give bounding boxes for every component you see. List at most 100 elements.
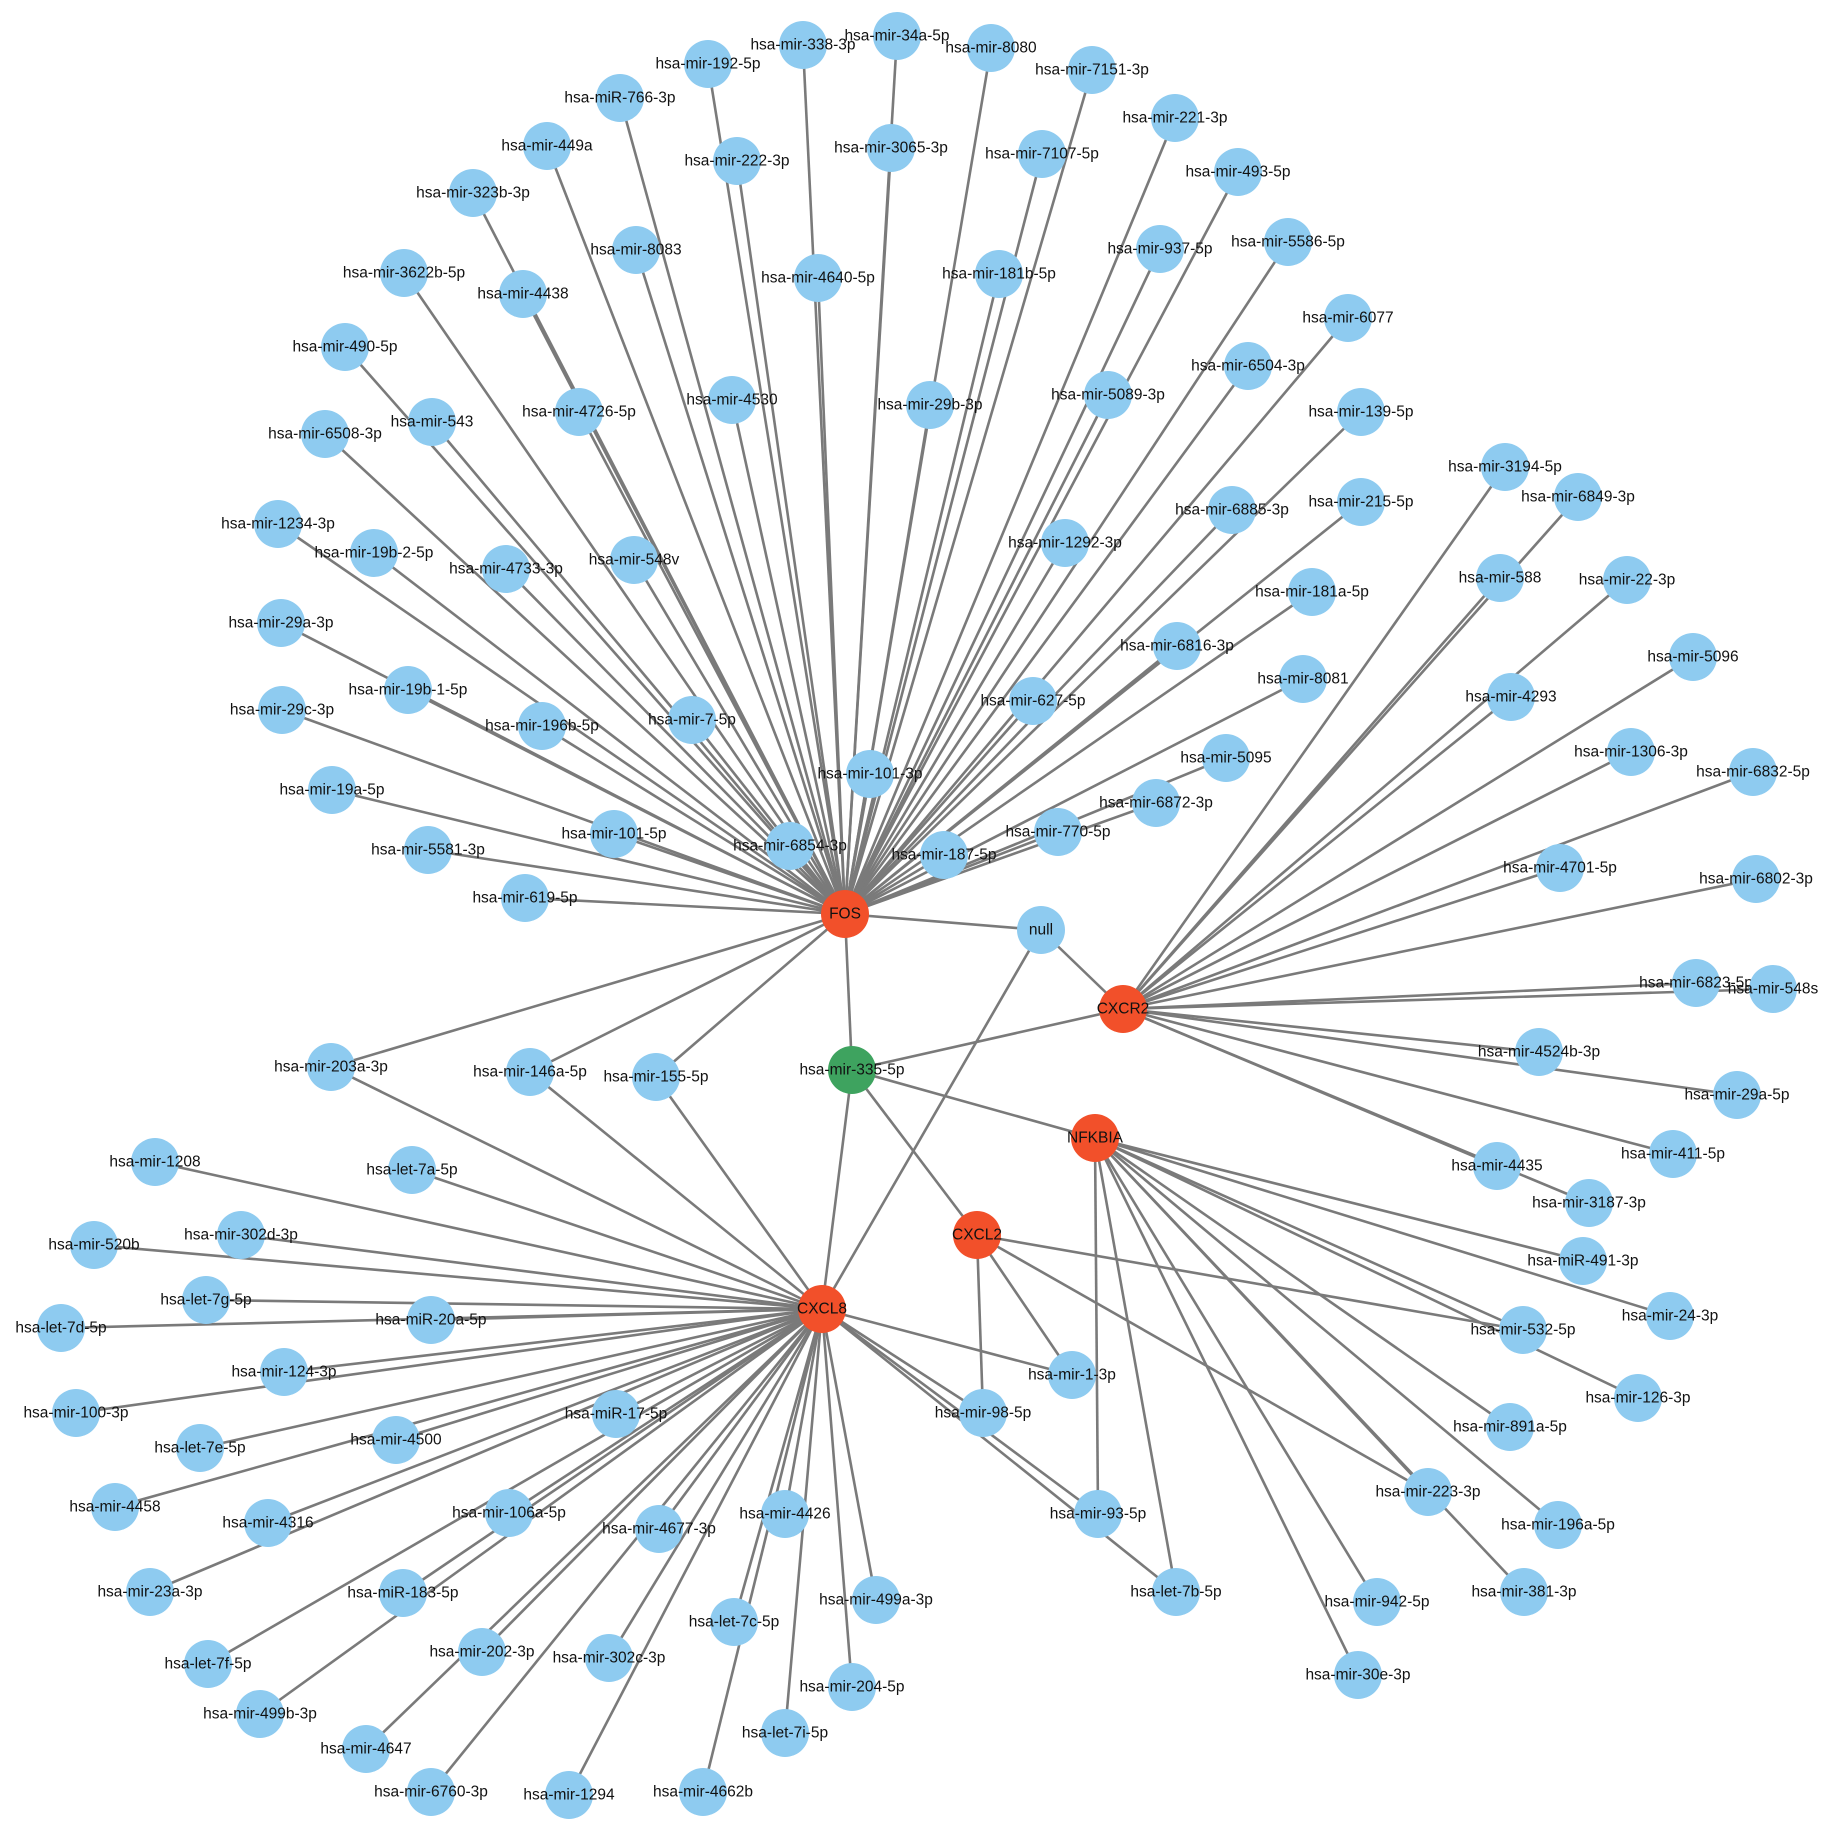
mirna-node-circle[interactable] (1337, 478, 1385, 526)
node-m3187[interactable]: hsa-mir-3187-3p (1532, 1179, 1646, 1227)
node-m520b[interactable]: hsa-mir-520b (48, 1221, 140, 1269)
node-m19b1[interactable]: hsa-mir-19b-1-5p (349, 666, 468, 714)
mirna-node-circle[interactable] (1279, 655, 1327, 703)
mirna-node-circle[interactable] (1603, 556, 1651, 604)
gene-node-circle[interactable] (1071, 1114, 1119, 1162)
mirna-node-circle[interactable] (1536, 844, 1584, 892)
node-m22[interactable]: hsa-mir-22-3p (1579, 556, 1675, 604)
node-m1294[interactable]: hsa-mir-1294 (523, 1771, 615, 1819)
mirna-node-circle[interactable] (1017, 906, 1065, 954)
node-m532[interactable]: hsa-mir-532-5p (1470, 1306, 1576, 1354)
node-m29c[interactable]: hsa-mir-29c-3p (230, 686, 334, 734)
mirna-node-circle[interactable] (779, 21, 827, 69)
node-m202[interactable]: hsa-mir-202-3p (429, 1628, 535, 1676)
mirna-node-circle[interactable] (257, 599, 305, 647)
mirna-node-circle[interactable] (449, 169, 497, 217)
node-m766[interactable]: hsa-miR-766-3p (564, 74, 676, 122)
mirna-node-circle[interactable] (1136, 225, 1184, 273)
node-m770[interactable]: hsa-mir-770-5p (1005, 808, 1111, 856)
mirna-node-circle[interactable] (1034, 808, 1082, 856)
mirna-node-circle[interactable] (350, 529, 398, 577)
mirna-node-circle[interactable] (761, 1490, 809, 1538)
mirna-node-circle[interactable] (1224, 342, 1272, 390)
mirna-node-circle[interactable] (1153, 622, 1201, 670)
node-m34a[interactable]: hsa-mir-34a-5p (844, 12, 950, 60)
mirna-node-circle[interactable] (1337, 388, 1385, 436)
mirna-node-circle[interactable] (499, 270, 547, 318)
node-m1234[interactable]: hsa-mir-1234-3p (221, 500, 335, 548)
mirna-node-circle[interactable] (1487, 673, 1535, 721)
node-m196a[interactable]: hsa-mir-196a-5p (1501, 1501, 1615, 1549)
node-m4293[interactable]: hsa-mir-4293 (1465, 673, 1557, 721)
mirna-node-circle[interactable] (684, 40, 732, 88)
mirna-node-circle[interactable] (1565, 1179, 1613, 1227)
mirna-node-circle[interactable] (679, 1768, 727, 1816)
mirna-node-circle[interactable] (906, 381, 954, 429)
mirna-node-circle[interactable] (91, 1483, 139, 1531)
node-FOS[interactable]: FOS (821, 890, 869, 938)
mirna-node-circle[interactable] (1018, 130, 1066, 178)
mirna-node-circle[interactable] (1473, 1142, 1521, 1190)
mirna-node-circle[interactable] (1214, 148, 1262, 196)
node-m4662b[interactable]: hsa-mir-4662b (653, 1768, 753, 1816)
mirna-node-circle[interactable] (342, 1725, 390, 1773)
node-m4726[interactable]: hsa-mir-4726-5p (522, 388, 636, 436)
mirna-node-circle[interactable] (407, 1296, 455, 1344)
node-m1306[interactable]: hsa-mir-1306-3p (1574, 728, 1688, 776)
node-m203a[interactable]: hsa-mir-203a-3p (274, 1043, 388, 1091)
node-m6849[interactable]: hsa-mir-6849-3p (1521, 473, 1635, 521)
mirna-node-circle[interactable] (1264, 218, 1312, 266)
mirna-node-circle[interactable] (301, 410, 349, 458)
node-m302d[interactable]: hsa-mir-302d-3p (184, 1211, 298, 1259)
mirna-node-circle[interactable] (254, 500, 302, 548)
node-m411[interactable]: hsa-mir-411-5p (1621, 1130, 1725, 1178)
mirna-node-circle[interactable] (1084, 371, 1132, 419)
node-m381[interactable]: hsa-mir-381-3p (1471, 1568, 1577, 1616)
node-m4426[interactable]: hsa-mir-4426 (739, 1490, 831, 1538)
mirna-node-circle[interactable] (1476, 554, 1524, 602)
node-m6832[interactable]: hsa-mir-6832-5p (1696, 748, 1810, 796)
node-m5095[interactable]: hsa-mir-5095 (1180, 734, 1272, 782)
node-m29a3p[interactable]: hsa-mir-29a-3p (228, 599, 334, 647)
node-CXCL8[interactable]: CXCL8 (797, 1285, 847, 1333)
mirna-node-circle[interactable] (244, 1499, 292, 1547)
node-m543[interactable]: hsa-mir-543 (391, 398, 474, 446)
mirna-node-circle[interactable] (131, 1138, 179, 1186)
mirna-node-circle[interactable] (1353, 1578, 1401, 1626)
node-m4530[interactable]: hsa-mir-4530 (686, 376, 778, 424)
node-m29a5p[interactable]: hsa-mir-29a-5p (1684, 1071, 1790, 1119)
mirna-node-circle[interactable] (635, 1505, 683, 1553)
mirna-node-circle[interactable] (1132, 779, 1180, 827)
mirna-node-circle[interactable] (592, 1390, 640, 1438)
mirna-node-circle[interactable] (1288, 568, 1336, 616)
node-m93[interactable]: hsa-mir-93-5p (1050, 1490, 1146, 1538)
mirna-node-circle[interactable] (184, 1640, 232, 1688)
node-m499b[interactable]: hsa-mir-499b-3p (203, 1690, 317, 1738)
mirna-node-circle[interactable] (1669, 633, 1717, 681)
node-m1292[interactable]: hsa-mir-1292-3p (1008, 519, 1122, 567)
node-m6816[interactable]: hsa-mir-6816-3p (1120, 622, 1234, 670)
mirna-node-circle[interactable] (1672, 959, 1720, 1007)
mirna-node-circle[interactable] (766, 822, 814, 870)
node-m8081[interactable]: hsa-mir-8081 (1257, 655, 1349, 703)
node-let7i[interactable]: hsa-let-7i-5p (742, 1709, 828, 1757)
node-m192[interactable]: hsa-mir-192-5p (655, 40, 761, 88)
mirna-node-circle[interactable] (545, 1771, 593, 1819)
node-m5581[interactable]: hsa-mir-5581-3p (371, 826, 485, 874)
node-let7g[interactable]: hsa-let-7g-5p (160, 1276, 252, 1324)
node-m491[interactable]: hsa-miR-491-3p (1527, 1237, 1639, 1285)
node-let7f[interactable]: hsa-let-7f-5p (164, 1640, 252, 1688)
node-m6077[interactable]: hsa-mir-6077 (1302, 294, 1394, 342)
mirna-node-circle[interactable] (236, 1690, 284, 1738)
node-m215[interactable]: hsa-mir-215-5p (1308, 478, 1414, 526)
node-m1208[interactable]: hsa-mir-1208 (109, 1138, 201, 1186)
node-m7[interactable]: hsa-mir-7-5p (648, 696, 736, 744)
mirna-node-circle[interactable] (585, 1634, 633, 1682)
mirna-node-circle[interactable] (1649, 1130, 1697, 1178)
mirna-node-circle[interactable] (1607, 728, 1655, 776)
mirna-node-circle[interactable] (384, 666, 432, 714)
mirna-node-circle[interactable] (1486, 1403, 1534, 1451)
node-m24[interactable]: hsa-mir-24-3p (1622, 1292, 1718, 1340)
mirna-node-circle[interactable] (1646, 1292, 1694, 1340)
node-m338[interactable]: hsa-mir-338-3p (750, 21, 856, 69)
